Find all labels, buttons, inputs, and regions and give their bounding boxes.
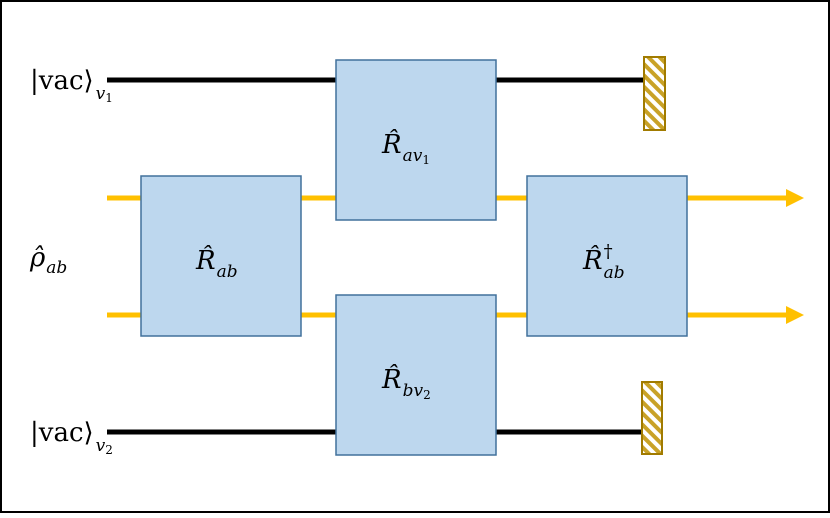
box-r-bv2 [335,294,497,456]
arrow-right-icon [786,306,804,324]
box-r-ab-dagger [526,175,688,337]
hatched-stop-bottom [641,381,663,455]
rho-label: ρ̂ab [29,243,67,278]
box-r-ab [140,175,302,337]
r-bv2-label: R̂bv2 [381,364,431,402]
r-av1-label: R̂av1 [381,129,430,167]
vac1-label: |vac⟩v1 [30,66,113,105]
r-ab-dagger-label: R̂†ab [582,241,625,283]
box-r-av1 [335,59,497,221]
r-ab-label: R̂ab [195,245,238,282]
vac2-label: |vac⟩v2 [30,418,113,457]
hatched-stop-top [643,56,666,131]
arrow-right-icon [786,189,804,207]
